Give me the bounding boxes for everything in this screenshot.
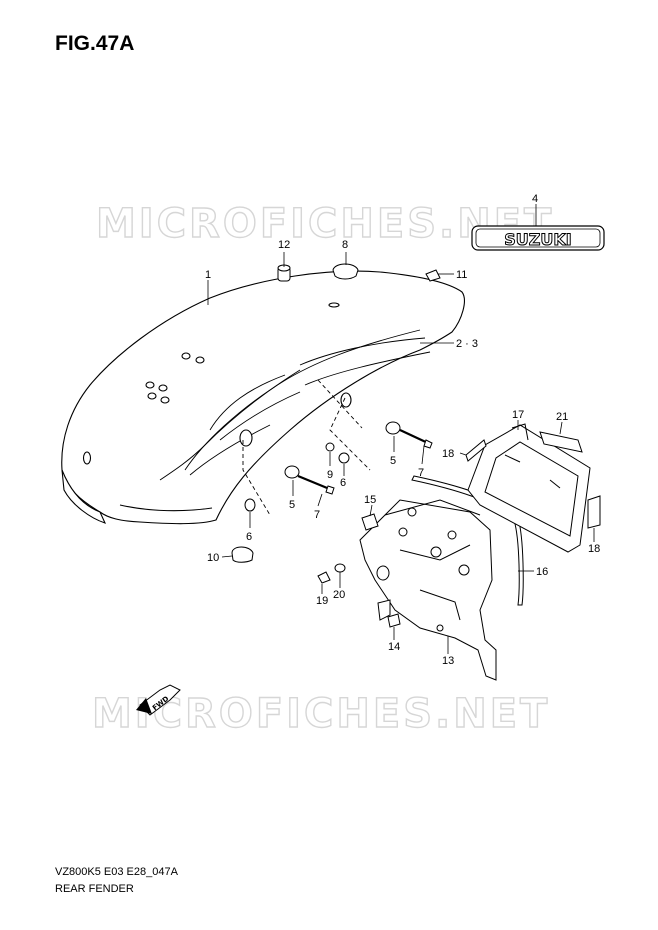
callout-1: 1 xyxy=(205,269,211,281)
screw-19 xyxy=(317,571,331,584)
callout-20: 20 xyxy=(333,589,345,601)
washer-6b xyxy=(244,498,256,512)
callout-10: 10 xyxy=(207,552,219,564)
callout-8: 8 xyxy=(342,239,348,251)
callout-17: 17 xyxy=(512,409,524,421)
cushion-8 xyxy=(332,263,359,280)
callout-7-lower: 7 xyxy=(314,509,320,521)
figure-name: REAR FENDER xyxy=(55,883,134,895)
pad-21 xyxy=(539,431,583,453)
callout-18-left: 18 xyxy=(442,448,454,460)
callout-16: 16 xyxy=(536,566,548,578)
figure-title: FIG.47A xyxy=(55,32,135,55)
callout-13: 13 xyxy=(442,655,454,667)
callout-21: 21 xyxy=(556,411,568,423)
callout-5-upper: 5 xyxy=(390,455,396,467)
callout-15: 15 xyxy=(364,494,376,506)
callout-12: 12 xyxy=(278,239,290,251)
cushion-5a xyxy=(284,465,300,479)
screw-11 xyxy=(425,269,441,282)
suzuki-emblem: SUZUKI xyxy=(471,225,605,251)
model-code: VZ800K5 E03 E28_047A xyxy=(55,866,178,878)
callout-14: 14 xyxy=(388,641,400,653)
emblem-text: SUZUKI xyxy=(504,230,571,249)
washer-9 xyxy=(325,442,335,452)
callout-5-lower: 5 xyxy=(289,499,295,511)
plate-bracket-17 xyxy=(467,423,591,553)
fasteners xyxy=(231,263,441,563)
bracket-fasteners xyxy=(317,513,401,628)
callout-11: 11 xyxy=(456,269,467,281)
callout-18-right: 18 xyxy=(588,543,600,555)
washer-6a xyxy=(338,452,350,464)
callout-numbers: 1 12 8 11 2 · 3 4 5 7 9 6 5 7 6 10 15 19… xyxy=(205,193,600,667)
callout-6-upper: 6 xyxy=(340,477,346,489)
cushion-5b xyxy=(385,421,401,435)
pad-18b xyxy=(587,495,601,529)
callout-6-lower: 6 xyxy=(246,531,252,543)
fender-bracket xyxy=(359,499,497,681)
pads xyxy=(465,431,601,529)
callout-19: 19 xyxy=(316,595,328,607)
callout-4: 4 xyxy=(532,193,538,205)
callout-2-3: 2 · 3 xyxy=(456,338,478,350)
rear-fender xyxy=(61,270,465,525)
pad-18a xyxy=(465,439,487,462)
leader-lines xyxy=(207,204,595,654)
callout-9: 9 xyxy=(327,469,333,481)
alignment-lines xyxy=(242,379,371,516)
washer-20 xyxy=(334,563,346,573)
bolt-14 xyxy=(387,613,401,628)
callout-7-upper: 7 xyxy=(418,467,424,479)
cap-10 xyxy=(231,546,254,563)
